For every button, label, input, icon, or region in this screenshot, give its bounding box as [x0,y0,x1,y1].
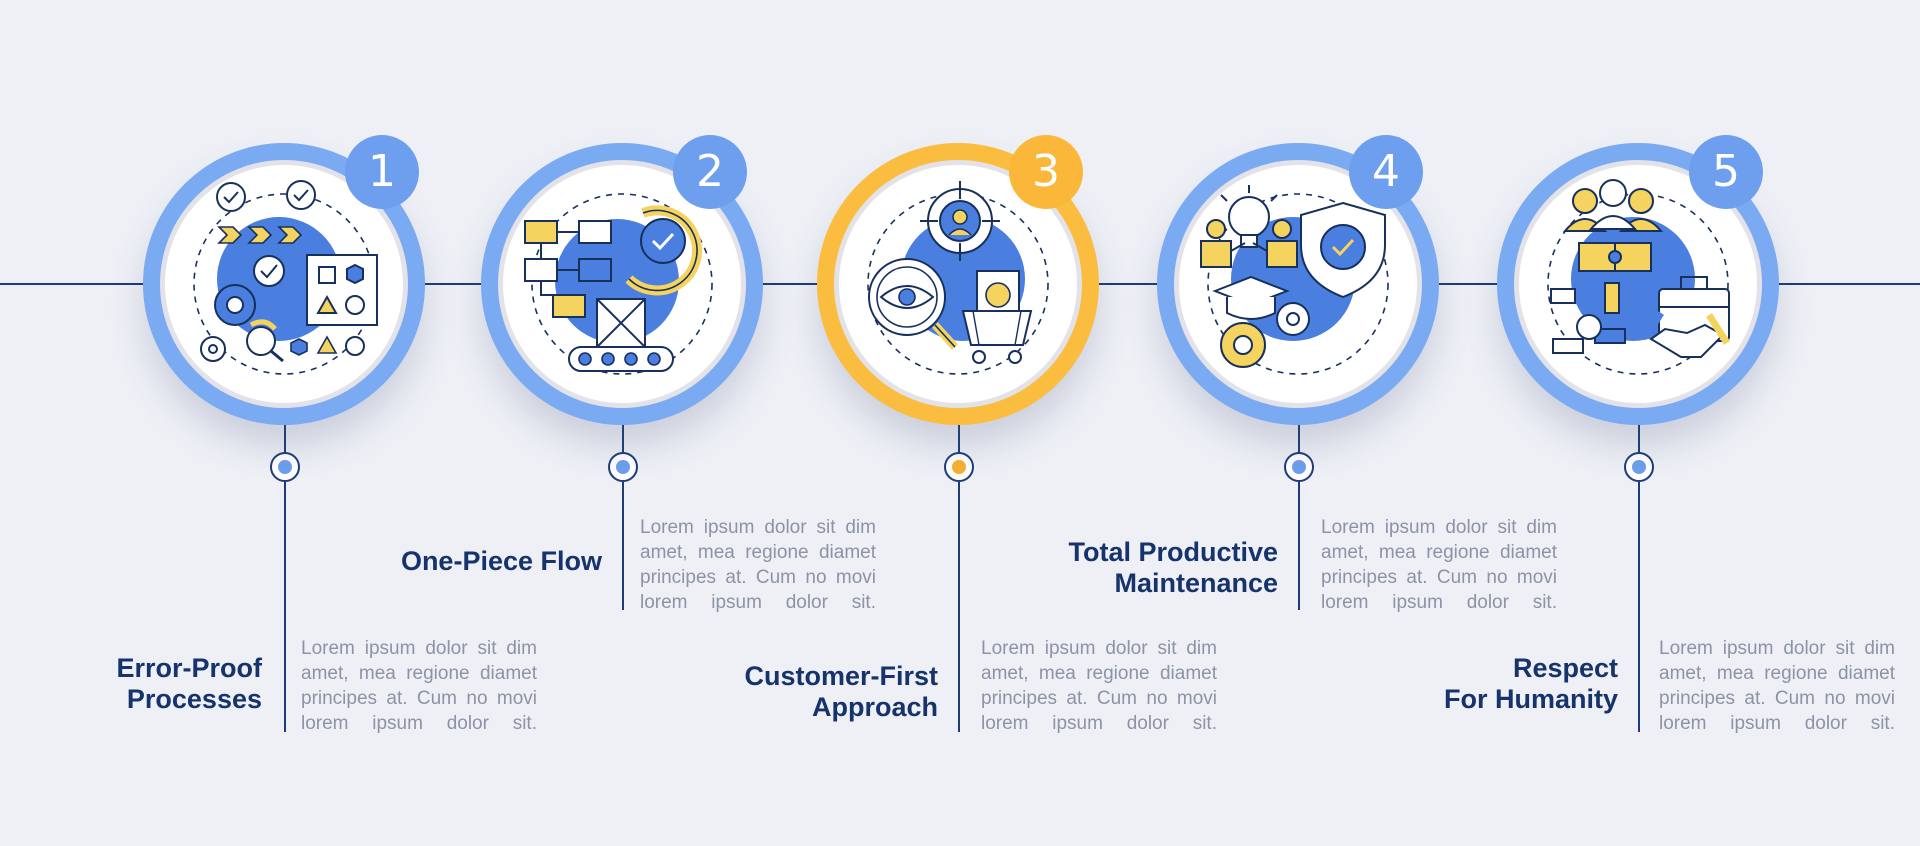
step-3-title: Customer-First Approach [744,661,938,723]
step-4-title-line-1: Total Productive [1068,537,1278,567]
step-1-circle [143,143,425,425]
step-5-title-line-2: For Humanity [1443,684,1618,714]
step-4-number-badge: 4 [1349,135,1423,209]
step-3-number-badge: 3 [1009,135,1083,209]
step-2-connector [622,420,624,610]
step-1-title-line-1: Error-Proof [116,653,262,683]
step-3-title-line-1: Customer-First [744,661,938,691]
step-1-node [270,452,300,482]
step-4-title: Total Productive Maintenance [1068,537,1278,599]
error-proof-process-icon [193,180,378,375]
step-4-node [1284,452,1314,482]
step-3-node-dot [952,460,966,474]
step-2-node [608,452,638,482]
teamwork-respect-icon [1547,179,1730,375]
step-1-title: Error-Proof Processes [116,653,262,715]
step-5-title: Respect For Humanity [1444,653,1618,715]
step-2-title-line-1: One-Piece Flow [400,546,602,576]
step-5-number-badge: 5 [1689,135,1763,209]
step-2-node-dot [616,460,630,474]
step-4-connector [1298,420,1300,610]
step-4-title-line-2: Maintenance [1114,568,1278,598]
step-1-connector [284,420,286,732]
step-4-node-dot [1292,460,1306,474]
step-4-description: Lorem ipsum dolor sit dim amet, mea regi… [1321,517,1557,613]
step-2-title: One-Piece Flow [401,546,602,577]
step-3-node [944,452,974,482]
one-piece-flow-icon [524,193,713,375]
step-5-title-line-1: Respect [1512,653,1618,683]
step-1-number-badge: 1 [345,135,419,209]
step-3-description: Lorem ipsum dolor sit dim amet, mea regi… [981,638,1217,734]
step-2-description: Lorem ipsum dolor sit dim amet, mea regi… [640,517,876,613]
step-1-node-dot [278,460,292,474]
step-3-connector [958,420,960,732]
step-1-description: Lorem ipsum dolor sit dim amet, mea regi… [301,638,537,734]
step-3-circle [817,143,1099,425]
productive-maintenance-icon [1200,185,1389,375]
step-5-node [1624,452,1654,482]
step-2-number-badge: 2 [673,135,747,209]
step-5-connector [1638,420,1640,732]
step-3-title-line-2: Approach [811,692,938,722]
step-5-description: Lorem ipsum dolor sit dim amet, mea regi… [1659,638,1895,734]
step-1-title-line-2: Processes [126,684,262,714]
step-5-node-dot [1632,460,1646,474]
customer-focus-icon [867,181,1049,375]
